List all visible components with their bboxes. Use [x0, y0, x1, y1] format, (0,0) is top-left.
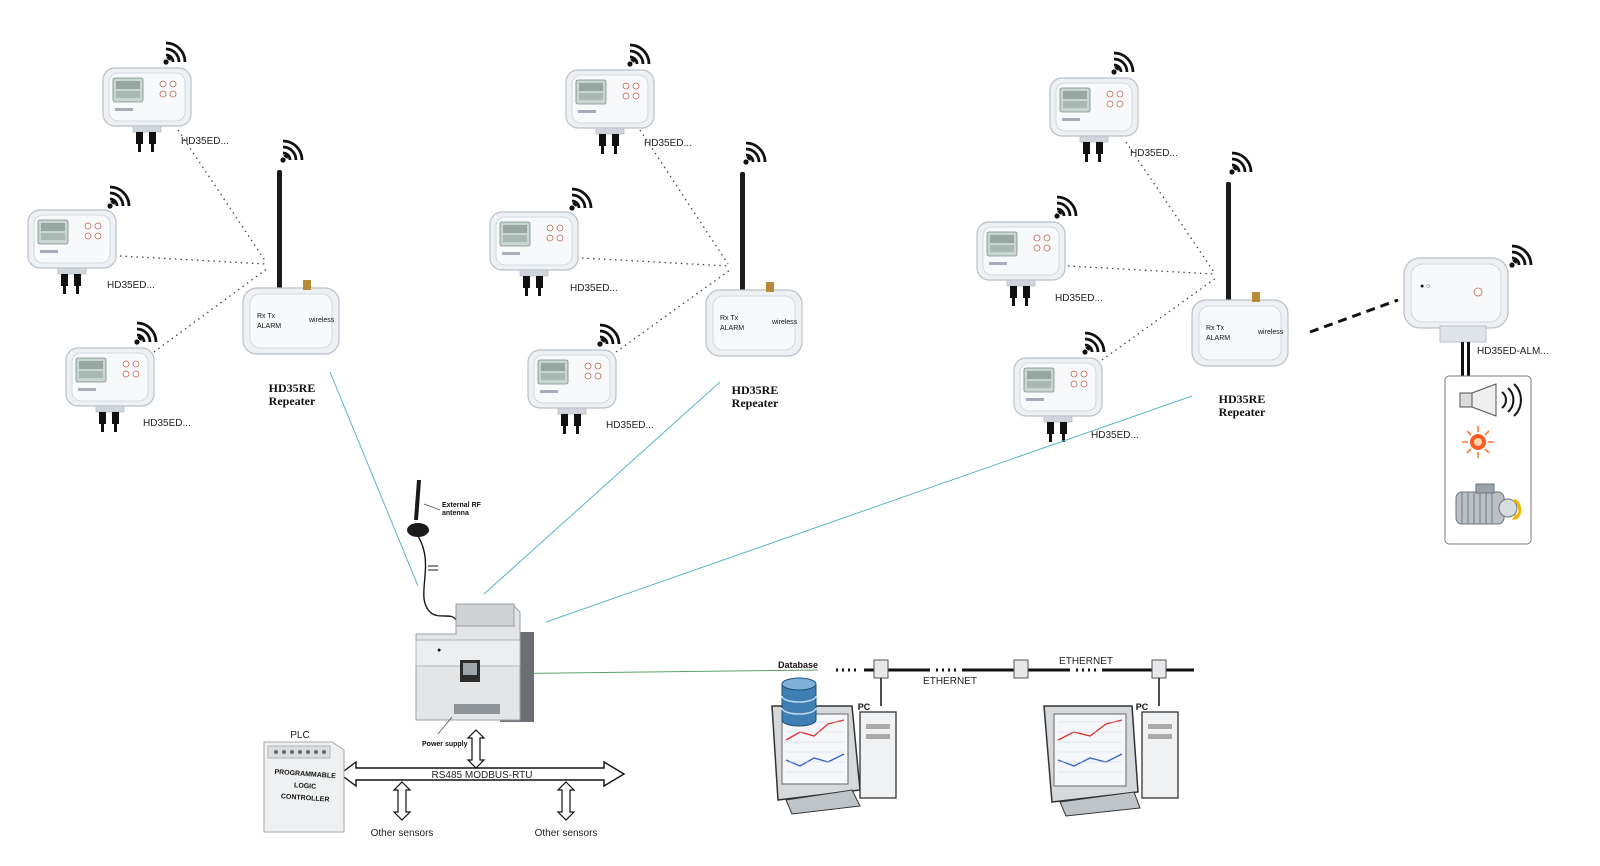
wireless-link: [1101, 277, 1217, 361]
wifi-icon: [1228, 151, 1253, 177]
sensor-node-3[interactable]: [65, 347, 155, 433]
wifi-icon: [596, 323, 621, 349]
alarm-light-icon: [1462, 426, 1494, 458]
node-label: HD35ED...: [1055, 293, 1103, 304]
power-arrow-icon: [466, 729, 486, 769]
repeater-model: HD35RE: [1219, 392, 1266, 406]
repeater-1[interactable]: [242, 169, 340, 355]
wifi-icon: [1110, 51, 1135, 76]
base-station[interactable]: ● Power supply: [415, 603, 534, 748]
link-repeater-1: [329, 371, 419, 587]
alarm-device-face: [1410, 263, 1502, 323]
switch-icon: [873, 659, 889, 679]
antenna-label-1: External RF: [442, 502, 482, 509]
rs485-bus: RS485 MODBUS-RTU Other sensors Other sen…: [338, 729, 626, 839]
cluster-1: HD35ED... HD35ED... HD35ED... HD35RE Rep…: [27, 41, 340, 433]
plc-line-3: CONTROLLER: [281, 793, 330, 803]
plc[interactable]: PLC PROGRAMMABLE LOGIC CONTROLLER: [263, 730, 345, 833]
sensor-node-2[interactable]: [27, 209, 117, 295]
switch-icon: [1151, 659, 1167, 679]
wifi-icon: [742, 141, 767, 167]
sensor-node-6[interactable]: [527, 349, 617, 435]
cluster-2: HD35ED... HD35ED... HD35ED... HD35RE Rep…: [489, 43, 803, 435]
alarm-cable-icon: [1467, 342, 1470, 376]
sensor-arrow-icon: [392, 781, 412, 821]
sensor-arrow-icon: [556, 781, 576, 821]
repeater-role: Repeater: [1219, 405, 1266, 419]
wifi-icon: [278, 139, 304, 165]
other-sensors-label-1: Other sensors: [371, 828, 434, 839]
sensor-node-5[interactable]: [489, 211, 579, 297]
ethernet-label-1: ETHERNET: [923, 676, 977, 687]
wireless-link-alarm: [1309, 298, 1399, 334]
repeater-2[interactable]: [705, 171, 803, 357]
cluster-3: HD35ED... HD35ED... HD35ED... HD35RE Rep…: [976, 51, 1399, 443]
wifi-icon: [1081, 331, 1106, 357]
repeater-model: HD35RE: [732, 383, 779, 397]
alarm-label: HD35ED-ALM...: [1477, 346, 1549, 357]
alarm-device-text-icon: ● ○: [1420, 283, 1430, 290]
wifi-icon: [106, 185, 131, 211]
motor-icon: [1455, 483, 1522, 525]
repeater-model: HD35RE: [269, 381, 316, 395]
wireless-link: [615, 269, 731, 353]
siren-icon: [1459, 383, 1522, 417]
wireless-link: [1067, 265, 1215, 275]
sensor-node-7[interactable]: [1049, 77, 1139, 163]
wifi-icon: [161, 41, 187, 66]
plc-line-1: PROGRAMMABLE: [274, 769, 336, 780]
switch-icon: [1013, 659, 1029, 679]
wifi-icon: [626, 43, 651, 68]
node-label: HD35ED...: [107, 280, 155, 291]
wifi-icon: [1508, 244, 1533, 270]
repeater-role: Repeater: [732, 396, 779, 410]
node-label: HD35ED...: [570, 283, 618, 294]
sensor-node-1[interactable]: [102, 67, 192, 153]
sensor-node-4[interactable]: [565, 69, 655, 155]
wifi-icon: [568, 187, 593, 213]
repeater-role: Repeater: [269, 394, 316, 408]
plc-title: PLC: [290, 730, 309, 741]
alarm-device-base: [1439, 325, 1487, 343]
plc-line-2: LOGIC: [294, 782, 317, 791]
wireless-link: [177, 129, 267, 263]
wifi-icon: [1053, 195, 1078, 221]
node-label: HD35ED...: [143, 418, 191, 429]
antenna-label-2: antenna: [442, 510, 469, 517]
alarm-button-icon: [1473, 287, 1483, 297]
power-supply-label: Power supply: [422, 741, 468, 748]
wireless-link: [1125, 141, 1215, 273]
pc-1[interactable]: PC: [771, 677, 897, 815]
ethernet-label-2: ETHERNET: [1059, 656, 1113, 667]
database-icon: [781, 677, 817, 727]
ethernet-network: Database ETHERNET ETHERNET: [778, 656, 1194, 706]
node-label: HD35ED...: [606, 420, 654, 431]
bus-double-arrow: [338, 760, 626, 788]
plc-terminals-icon: [274, 750, 326, 754]
wireless-link: [119, 255, 267, 265]
wireless-link: [639, 129, 729, 265]
external-antenna[interactable]: External RF antenna: [407, 479, 482, 621]
node-label: HD35ED...: [181, 136, 229, 147]
node-label: HD35ED...: [1130, 148, 1178, 159]
alarm-module[interactable]: ● ○ HD35ED-ALM...: [1403, 244, 1549, 545]
pc-label-2: PC: [1136, 702, 1149, 712]
link-repeater-2: [483, 381, 721, 595]
database-label: Database: [778, 660, 818, 670]
link-ethernet: [479, 669, 819, 675]
sensor-node-8[interactable]: [976, 221, 1066, 307]
wifi-icon: [132, 321, 158, 347]
bus-label: RS485 MODBUS-RTU: [432, 770, 533, 781]
pc-2[interactable]: PC: [1043, 702, 1179, 817]
sensor-node-9[interactable]: [1013, 357, 1103, 443]
link-repeater-3: [545, 395, 1193, 623]
alarm-cable-icon: [1461, 342, 1464, 376]
node-label: HD35ED...: [644, 138, 692, 149]
node-label: HD35ED...: [1091, 430, 1139, 441]
pc-label-1: PC: [858, 702, 871, 712]
other-sensors-label-2: Other sensors: [535, 828, 598, 839]
wireless-link: [581, 257, 729, 267]
base-station-logo: ●: [437, 647, 441, 654]
